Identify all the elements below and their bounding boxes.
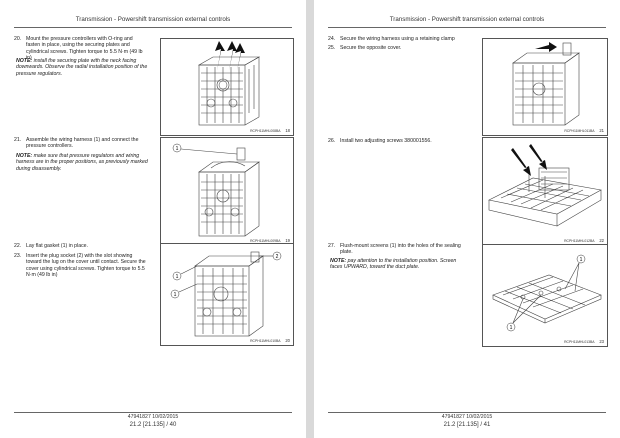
step-number: 27. (328, 243, 336, 249)
figure-code: RCPH11MHL013BA (564, 340, 595, 344)
figure-caption: RCPH11MHL011BA 21 (564, 128, 604, 133)
note-1: NOTE: install the securing plate with th… (16, 58, 150, 77)
callout-1a: 1 (176, 274, 179, 280)
figure-number: 18 (285, 128, 290, 133)
step-text: Install two adjusting screws 380001556. (340, 138, 432, 144)
figure-caption: RCPH11MHL008BA 18 (250, 128, 290, 133)
step-number: 25. (328, 45, 336, 51)
cover-gasket-illustration: 1 1 2 (170, 251, 282, 337)
step-number: 22. (14, 243, 22, 249)
step-26: 26. Install two adjusting screws 3800015… (328, 138, 462, 144)
step-text: Assemble the wiring harness (1) and conn… (26, 137, 139, 150)
header-rule (14, 27, 292, 28)
step-number: 20. (14, 36, 22, 42)
step-number: 23. (14, 253, 22, 259)
figure-code: RCPH11MHL011BA (564, 129, 595, 133)
figure-number: 19 (285, 238, 290, 243)
step-text: Secure the opposite cover. (340, 45, 402, 51)
footer-rule (14, 412, 292, 413)
note-2: NOTE: make sure that pressure regulators… (16, 153, 150, 172)
figure-number: 21 (599, 128, 604, 133)
figure-code: RCPH11MHL010BA (250, 339, 281, 343)
callout-1: 1 (176, 146, 179, 152)
page-header: Transmission - Powershift transmission e… (75, 16, 231, 23)
figure-caption: RCPH11MHL010BA 20 (250, 338, 290, 343)
valve-block-illustration (197, 41, 261, 126)
note-label: NOTE: (16, 153, 33, 159)
step-23: 23. Insert the plug socket (2) with the … (14, 253, 148, 278)
opposite-cover-illustration (512, 42, 580, 126)
step-24: 24. Secure the wiring harness using a re… (328, 36, 462, 42)
note-text: install the securing plate with the neck… (16, 58, 148, 77)
footer-rule (328, 412, 606, 413)
note-3: NOTE: pay attention to the installation … (330, 258, 464, 271)
wiring-harness-illustration: 1 (172, 143, 260, 237)
step-text: Lay flat gasket (1) in place. (26, 243, 88, 249)
step-25: 25. Secure the opposite cover. (328, 45, 462, 51)
figure-caption: RCPH11MHL012BA 22 (564, 238, 604, 243)
figure-number: 22 (599, 238, 604, 243)
step-number: 21. (14, 137, 22, 143)
note-text: make sure that pressure regulators and w… (16, 153, 148, 172)
figure-caption: RCPH11MHL013BA 23 (564, 339, 604, 344)
footer-page-number: 21.2 [21.135] / 41 (443, 422, 491, 428)
adjusting-screws-illustration (488, 144, 602, 227)
callout-2: 2 (276, 254, 279, 260)
step-number: 24. (328, 36, 336, 42)
step-text: Mount the pressure controllers with O-ri… (26, 36, 143, 61)
sealing-plate-illustration: 1 1 (492, 254, 602, 332)
figure-22: RCPH11MHL012BA 22 (482, 137, 608, 246)
figure-caption: RCPH11MHL009BA 19 (250, 238, 290, 243)
note-label: NOTE: (16, 58, 33, 64)
figure-number: 23 (599, 339, 604, 344)
note-text: pay attention to the installation positi… (330, 258, 457, 271)
figure-21: RCPH11MHL011BA 21 (482, 38, 608, 136)
step-27: 27. Flush-mount screens (1) into the hol… (328, 243, 462, 256)
figure-18: RCPH11MHL008BA 18 (160, 38, 294, 136)
figure-code: RCPH11MHL008BA (250, 129, 281, 133)
figure-20: 1 1 2 RCPH11MHL010BA 20 (160, 243, 294, 346)
figure-number: 20 (285, 338, 290, 343)
callout-1b: 1 (510, 325, 513, 331)
step-21: 21. Assemble the wiring harness (1) and … (14, 137, 148, 150)
left-page: Transmission - Powershift transmission e… (0, 0, 306, 438)
figure-code: RCPH11MHL012BA (564, 239, 595, 243)
note-label: NOTE: (330, 258, 347, 264)
figure-19: 1 RCPH11MHL009BA 19 (160, 137, 294, 246)
right-page: Transmission - Powershift transmission e… (314, 0, 620, 438)
step-20: 20. Mount the pressure controllers with … (14, 36, 148, 61)
page-gutter (306, 0, 314, 438)
figure-23: 1 1 RCPH11MHL013BA 23 (482, 244, 608, 347)
footer-doc-id: 47941827 10/02/2015 (441, 414, 493, 420)
footer-doc-id: 47941827 10/02/2015 (127, 414, 179, 420)
callout-1a: 1 (580, 257, 583, 263)
step-text: Flush-mount screens (1) into the holes o… (340, 243, 461, 256)
figure-code: RCPH11MHL009BA (250, 239, 281, 243)
header-rule (328, 27, 606, 28)
step-text: Insert the plug socket (2) with the slot… (26, 253, 146, 278)
callout-1b: 1 (174, 292, 177, 298)
step-22: 22. Lay flat gasket (1) in place. (14, 243, 148, 249)
page-header: Transmission - Powershift transmission e… (389, 16, 545, 23)
step-number: 26. (328, 138, 336, 144)
footer-page-number: 21.2 [21.135] / 40 (129, 422, 177, 428)
step-text: Secure the wiring harness using a retain… (340, 36, 455, 42)
